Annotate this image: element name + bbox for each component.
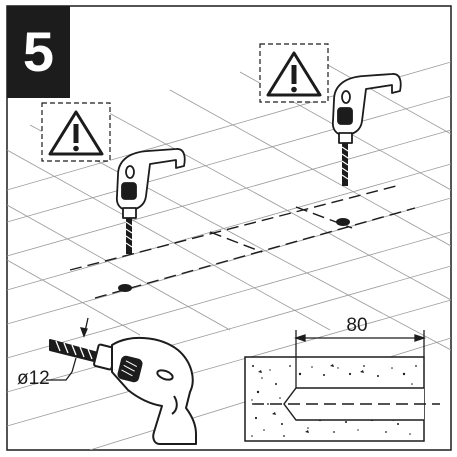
electric-drill-icon [331,73,402,186]
electric-drill-icon [115,148,186,254]
diameter-dimension-lines [46,317,89,381]
concrete-block-section [244,356,440,442]
depth-dimension-lines [293,330,427,388]
hole-depth-label: 80 [346,315,368,336]
warning-triangle-icon [259,43,329,103]
drill-diameter-label: ø12 [17,368,50,389]
hole-marker-left [118,284,132,292]
step-badge [7,6,70,98]
warning-triangle-icon [41,102,111,162]
hole-marker-right [336,218,350,226]
step-number: 5 [22,20,55,83]
electric-drill-icon [49,336,197,445]
drill-axis-lines [69,184,416,299]
